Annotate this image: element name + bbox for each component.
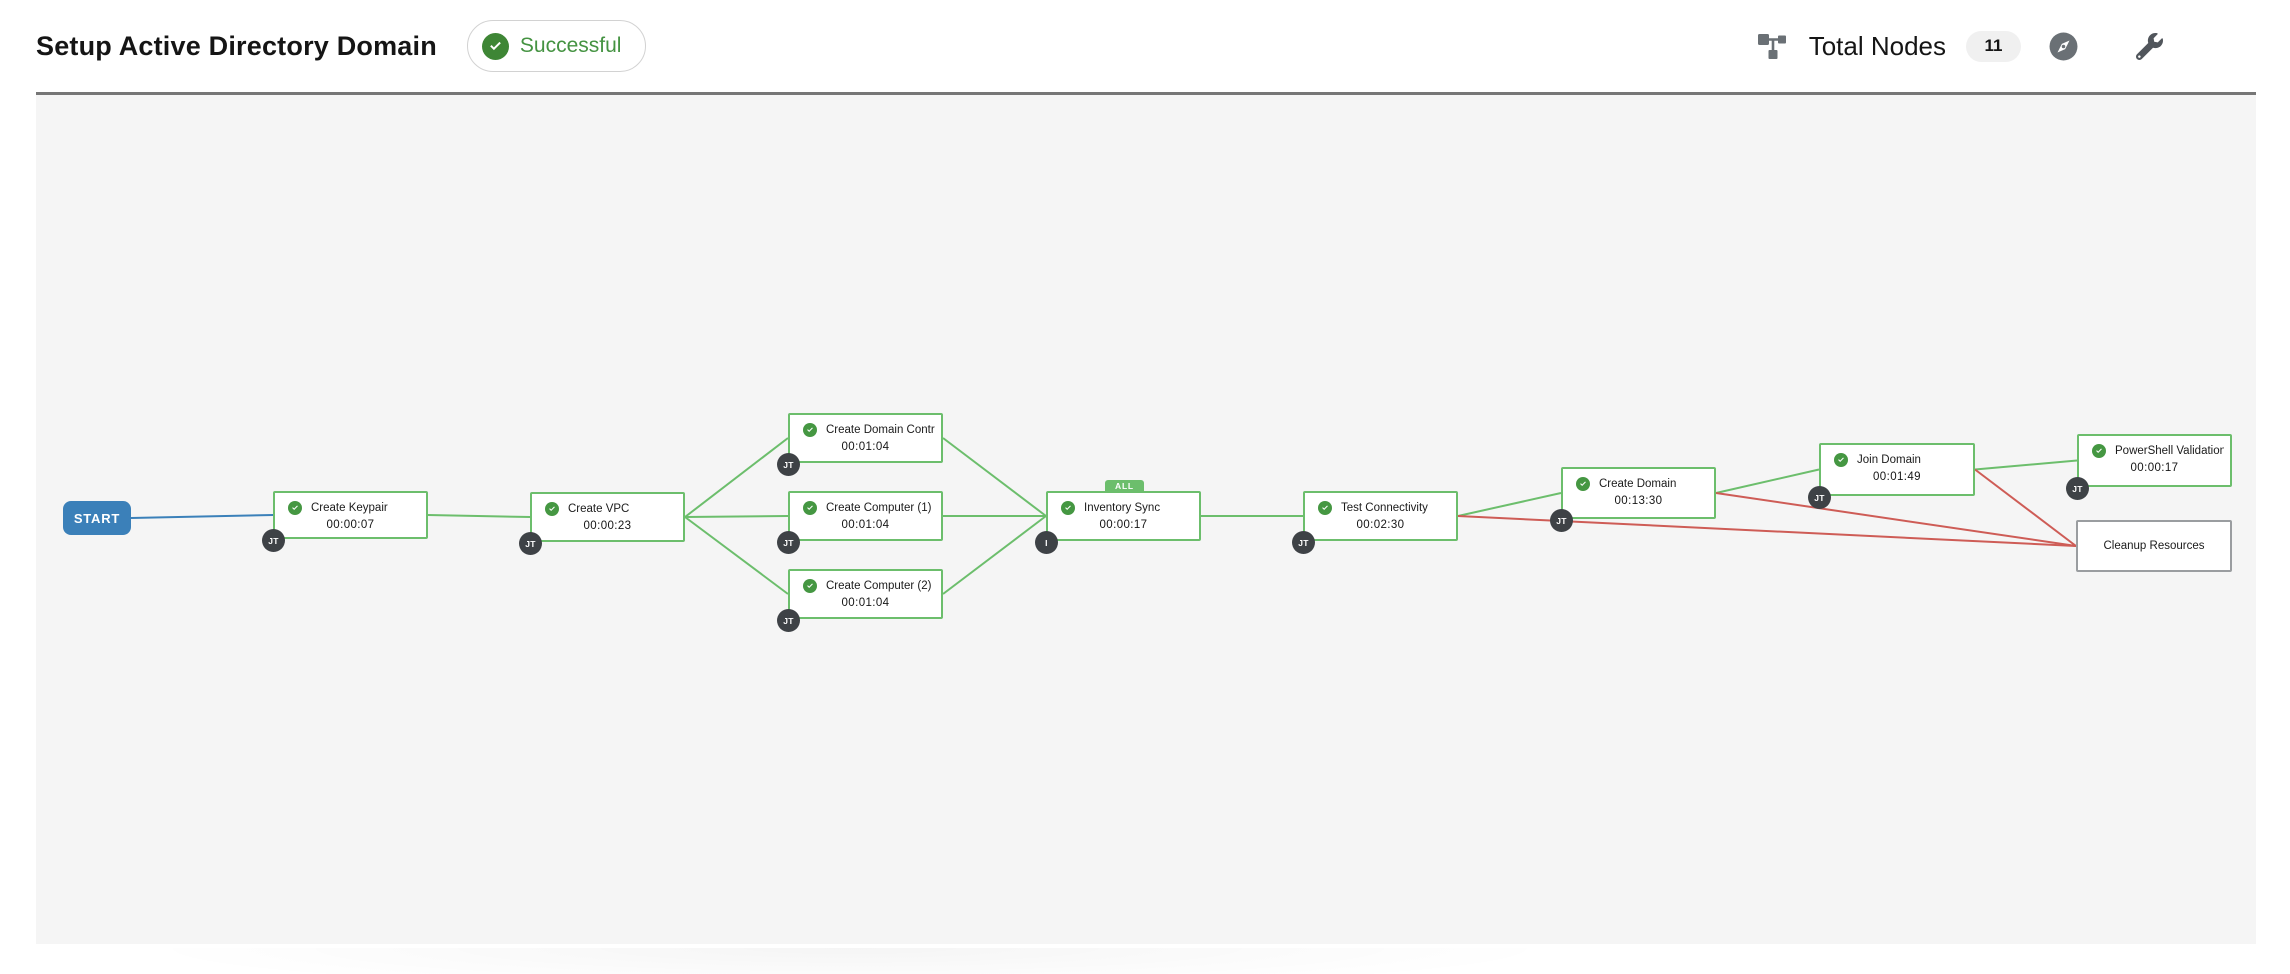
sitemap-icon [1757, 31, 1787, 62]
header-right-group: Total Nodes 11 [1757, 0, 2163, 92]
node-all-convergence-tag: ALL [1105, 480, 1144, 493]
edge-join-domain-cleanup-resources [1974, 468, 2077, 547]
node-success-check-icon [288, 501, 302, 515]
node-elapsed-time: 00:01:04 [841, 597, 890, 609]
node-type-badge-jt: JT [2066, 477, 2089, 500]
page-title: Setup Active Directory Domain [36, 30, 437, 61]
workflow-edges [130, 437, 2078, 595]
workflow-start-node[interactable]: START [63, 501, 131, 535]
edge-create-domain-join-domain [1715, 468, 1820, 494]
node-type-badge-jt: JT [777, 531, 800, 554]
node-label: Create Computer (1) [826, 502, 932, 514]
status-badge-label: Successful [519, 34, 622, 57]
node-elapsed-time: 00:13:30 [1614, 495, 1663, 507]
node-elapsed-time: 00:01:04 [841, 519, 890, 531]
node-type-badge-i: I [1035, 531, 1058, 554]
total-nodes-label: Total Nodes [1808, 30, 1946, 61]
compass-legend-button[interactable] [2049, 32, 2078, 61]
node-label: Cleanup Resources [2103, 540, 2205, 552]
node-label: Create Computer (2) [826, 580, 932, 592]
node-success-check-icon [803, 423, 817, 437]
edge-join-domain-powershell-validation [1974, 459, 2078, 471]
node-label: PowerShell Validation [2115, 445, 2224, 457]
node-success-check-icon [1576, 477, 1590, 491]
node-label: Create Domain Contr... [826, 424, 935, 436]
node-elapsed-time: 00:00:17 [2130, 462, 2179, 474]
header-left-group: Setup Active Directory Domain Successful [36, 0, 647, 92]
edge-create-vpc-create-computer-1 [684, 515, 789, 518]
header-divider [36, 92, 2256, 95]
node-success-check-icon [803, 579, 817, 593]
status-badge: Successful [466, 20, 647, 72]
edge-start-create-keypair [130, 514, 274, 519]
node-type-badge-jt: JT [1550, 509, 1573, 532]
node-label: Create Domain [1599, 478, 1677, 490]
node-type-badge-jt: JT [1808, 486, 1831, 509]
edge-create-domain-controller-inventory-sync [942, 437, 1047, 517]
node-type-badge-jt: JT [777, 453, 800, 476]
node-type-badge-jt: JT [262, 529, 285, 552]
node-elapsed-time: 00:00:07 [326, 519, 375, 531]
node-elapsed-time: 00:00:17 [1099, 519, 1148, 531]
node-type-badge-jt: JT [777, 609, 800, 632]
wrench-tools-button[interactable] [2136, 32, 2163, 60]
node-label: Join Domain [1857, 454, 1921, 466]
edge-create-computer-2-inventory-sync [942, 515, 1047, 595]
node-success-check-icon [1061, 501, 1075, 515]
node-type-badge-jt: JT [1292, 531, 1315, 554]
node-type-badge-jt: JT [519, 532, 542, 555]
node-success-check-icon [1834, 453, 1848, 467]
node-success-check-icon [1318, 501, 1332, 515]
node-success-check-icon [545, 502, 559, 516]
node-elapsed-time: 00:02:30 [1356, 519, 1405, 531]
edge-test-connectivity-create-domain [1457, 492, 1562, 517]
node-label: Create VPC [568, 503, 630, 515]
workflow-node-cleanup-resources[interactable]: Cleanup Resources [2076, 520, 2232, 572]
bottom-shadow [150, 948, 1550, 974]
success-check-icon [481, 32, 509, 60]
edge-create-vpc-create-domain-controller [684, 437, 789, 518]
node-label: Test Connectivity [1341, 502, 1428, 514]
edge-create-domain-cleanup-resources [1715, 492, 2077, 547]
edge-create-keypair-create-vpc [427, 514, 531, 518]
node-elapsed-time: 00:01:04 [841, 441, 890, 453]
node-elapsed-time: 00:01:49 [1873, 471, 1921, 483]
edge-create-vpc-create-computer-2 [684, 516, 789, 595]
node-success-check-icon [2092, 444, 2106, 458]
total-nodes-count-badge: 11 [1966, 30, 2021, 62]
node-success-check-icon [803, 501, 817, 515]
workflow-header: Setup Active Directory Domain Successful… [0, 0, 2290, 92]
node-label: Create Keypair [311, 502, 388, 514]
node-label: Inventory Sync [1084, 502, 1161, 514]
node-elapsed-time: 00:00:23 [583, 520, 632, 532]
